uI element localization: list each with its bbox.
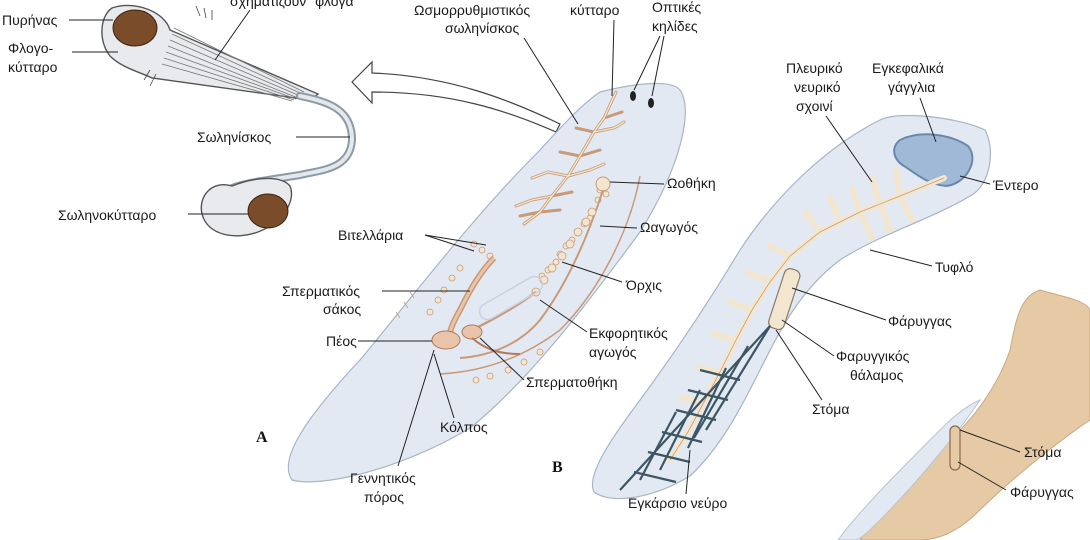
- label-tubule-cell: Σωληνοκύτταρο: [58, 207, 156, 223]
- flame-cell-nucleus: [112, 9, 158, 47]
- panel-b-body: [591, 114, 991, 500]
- label-genital-pore-1: Γεννητικός: [350, 470, 416, 486]
- figure-letter-b: B: [552, 459, 563, 476]
- label-cerebral-ganglia-1: Εγκεφαλικά: [872, 60, 944, 76]
- label-cilia-flame: σχηματίζουν "φλόγα": [230, 0, 359, 9]
- label-oviduct: Ωαγωγός: [640, 219, 698, 235]
- label-pharynx-c: Φάρυγγας: [1010, 484, 1074, 500]
- label-seminal-vesicle-1: Σπερματικός: [282, 283, 360, 299]
- label-cerebral-ganglia-2: γάγγλια: [888, 79, 935, 95]
- label-mouth-c: Στόμα: [1024, 444, 1061, 460]
- pharynx-b: [768, 268, 801, 331]
- pharynx-outline-a: [478, 275, 544, 321]
- label-pharynx-b: Φάρυγγας: [888, 313, 952, 329]
- ovary: [595, 176, 611, 192]
- label-nerve-cord-3: σχοινί: [796, 98, 833, 114]
- cilia-flame: [161, 27, 305, 102]
- figure-letter-a: A: [256, 429, 268, 446]
- panel-a-body: [287, 82, 686, 483]
- label-transverse-nerve: Εγκάρσιο νεύρο: [628, 495, 728, 511]
- ocellus-right: [648, 98, 654, 108]
- label-nerve-cord-1: Πλευρικό: [786, 60, 843, 76]
- oviduct: [459, 189, 604, 359]
- label-pharyngeal-chamber-2: θάλαμος: [850, 367, 904, 383]
- label-genital-pore-2: πόρος: [364, 489, 404, 505]
- label-sperm-duct-1: Εκφορητικός: [589, 325, 668, 341]
- panel-c-pharynx: [837, 289, 1090, 540]
- label-ocelli-1: Οπτικές: [652, 0, 701, 15]
- tubule-cell-nucleus: [247, 193, 289, 229]
- zoom-arrow: [351, 60, 561, 133]
- cerebral-ganglia: [893, 133, 974, 188]
- flame-cell-illustration: [101, 4, 357, 237]
- label-spermatheca: Σπερματοθήκη: [526, 374, 618, 390]
- label-ocelli-2: κηλίδες: [652, 18, 698, 34]
- penis: [431, 330, 461, 350]
- planarian-body-a: [287, 82, 686, 483]
- label-sperm-duct-2: αγωγός: [589, 344, 637, 360]
- label-ovary: Ωοθήκη: [667, 175, 716, 191]
- label-nucleus: Πυρήνας: [2, 12, 58, 28]
- label-caecum: Τυφλό: [935, 259, 974, 275]
- label-flame-cell-1: Φλογο-: [8, 40, 54, 56]
- vitellaria-beads: [426, 186, 610, 384]
- label-osmoregulatory-2: σωληνίσκος: [445, 20, 519, 36]
- label-vagina: Κόλπος: [440, 419, 488, 435]
- label-seminal-vesicle-2: σάκος: [323, 301, 361, 317]
- ocellus-left: [630, 91, 636, 101]
- label-osmoregulatory-1: Ωσμορρυθμιστικός: [414, 2, 530, 18]
- label-pharyngeal-chamber-1: Φαρυγγικός: [836, 348, 910, 364]
- label-vitellaria: Βιτελλάρια: [338, 227, 403, 243]
- transverse-nerves: [619, 325, 771, 491]
- label-mouth-b: Στόμα: [812, 401, 849, 417]
- spermatheca: [461, 324, 483, 340]
- label-intestine: Έντερο: [992, 177, 1039, 193]
- pharynx-c: [949, 425, 961, 471]
- label-testis: Όρχις: [625, 277, 662, 293]
- label-flame-cell-2: κύτταρο: [8, 59, 58, 75]
- label-tubule: Σωληνίσκος: [197, 129, 271, 145]
- label-cell: κύτταρο: [570, 2, 620, 18]
- label-penis: Πέος: [326, 333, 357, 349]
- label-nerve-cord-2: νευρικό: [794, 79, 841, 95]
